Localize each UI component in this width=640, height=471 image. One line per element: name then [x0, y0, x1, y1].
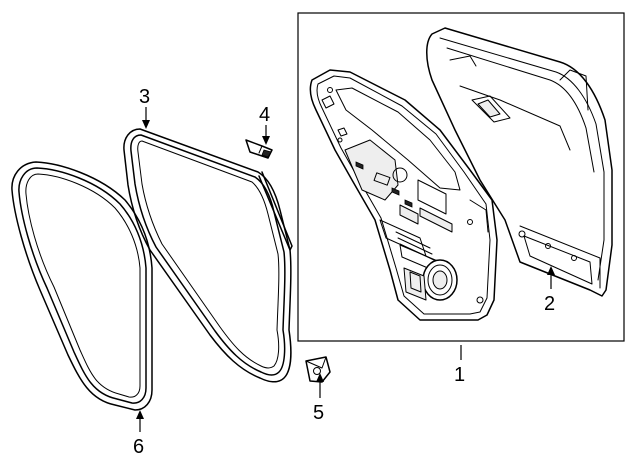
callout-3-label: 3: [139, 86, 150, 108]
callout-2-arrow: [547, 266, 555, 275]
callout-1-label: 1: [454, 364, 465, 386]
callout-6-arrow: [136, 410, 144, 419]
part-6-weatherstrip[interactable]: [11, 161, 153, 411]
callout-5-label: 5: [313, 402, 324, 424]
part-3-weatherstrip[interactable]: [123, 128, 293, 383]
callout-4-label: 4: [259, 104, 270, 126]
part-1-door-inner-panel[interactable]: [309, 69, 498, 321]
callout-5-arrow: [316, 373, 324, 382]
door-assembly-frame: [297, 12, 625, 342]
callout-6-label: 6: [133, 436, 144, 458]
part-2-door-shell[interactable]: [426, 27, 613, 297]
part-4-clip[interactable]: [245, 139, 273, 159]
callout-4-arrow: [262, 136, 270, 145]
part-5-bracket[interactable]: [305, 356, 331, 383]
callout-2-label: 2: [544, 293, 555, 315]
callout-3-arrow: [142, 120, 150, 129]
